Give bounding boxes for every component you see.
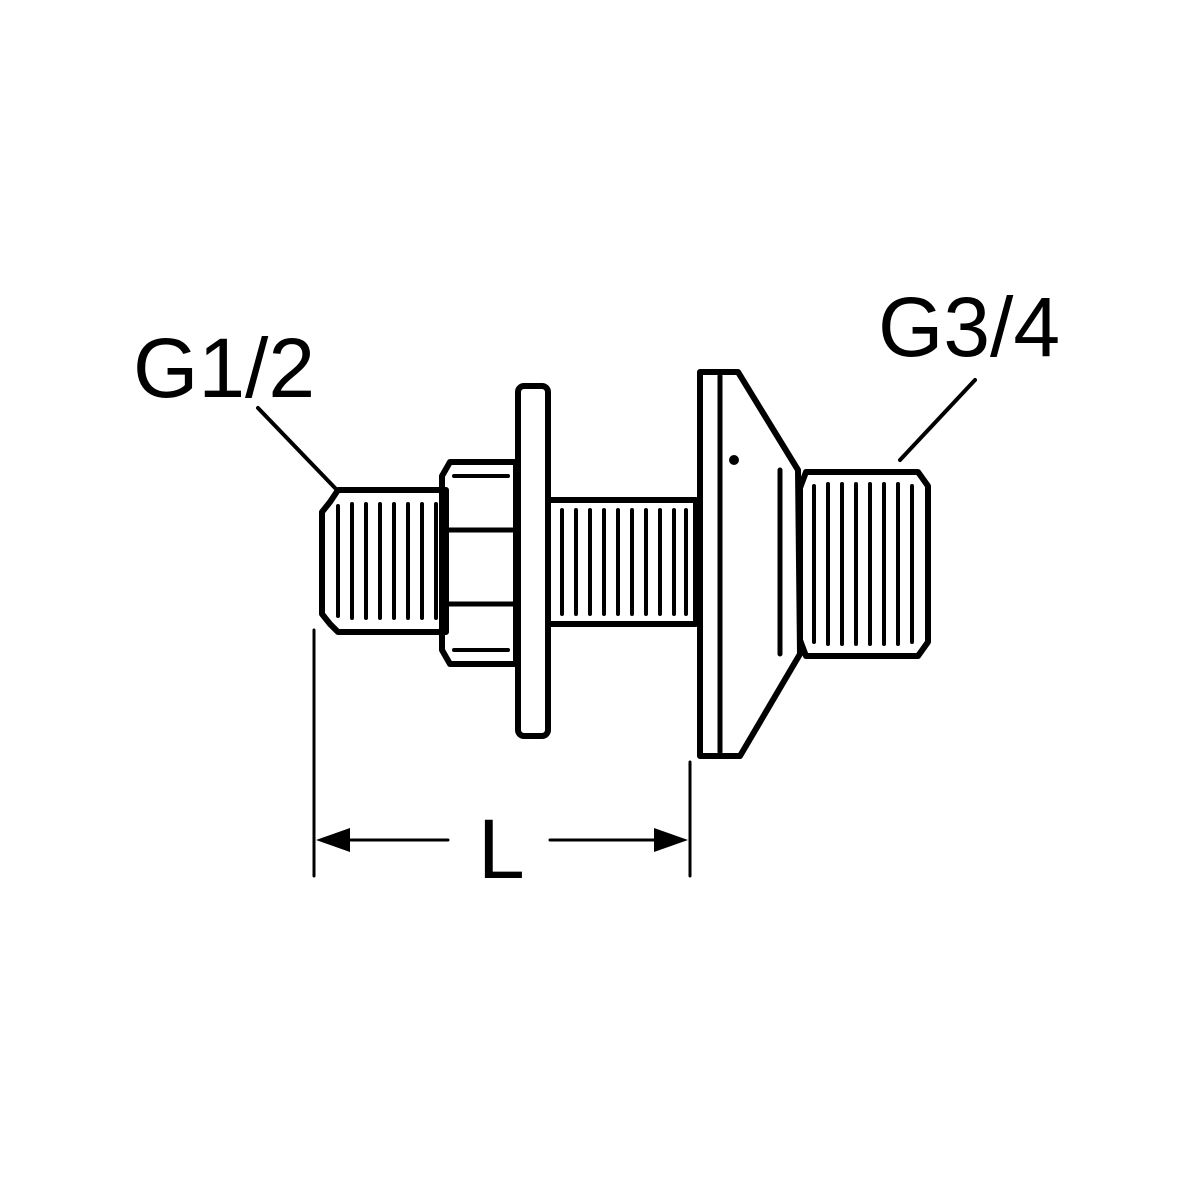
right-arrowhead [654,828,688,852]
middle-threaded-shaft [545,497,699,627]
left-threaded-stub [319,487,449,635]
right-thread-grooves [812,482,914,646]
middle-thread-grooves [560,508,688,616]
left-leader-line [256,406,338,491]
hex-nut [439,459,519,667]
left-thread-grooves [336,502,438,620]
left-thread-label: G1/2 [133,321,315,415]
flange-dot [729,455,739,465]
right-thread-label: G3/4 [878,280,1060,374]
flat-washer [515,383,551,739]
right-leader-line [898,378,977,462]
conical-flange [697,369,803,759]
right-threaded-stub [797,469,931,659]
left-arrowhead [316,828,350,852]
length-label: L [478,802,525,896]
